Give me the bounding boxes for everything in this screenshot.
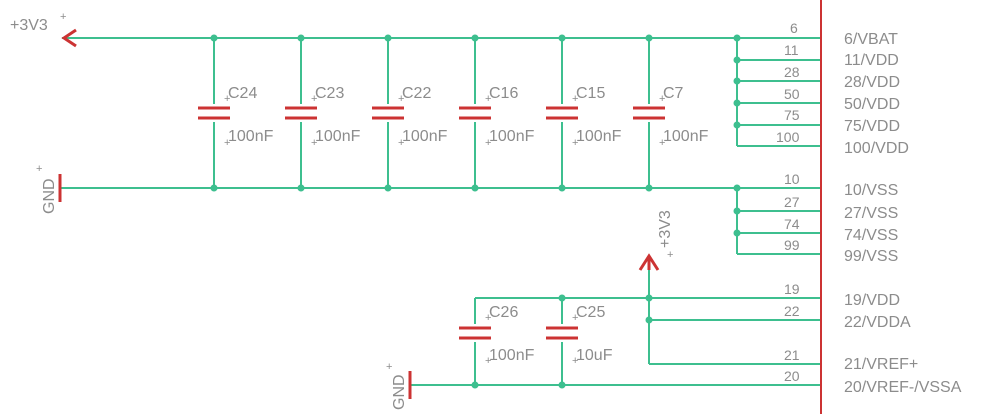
svg-text:+: +: [311, 93, 317, 105]
svg-text:+: +: [224, 93, 230, 105]
junctions: [210, 34, 741, 389]
pin-list: 6 6/VBAT 11 11/VDD 28 28/VDD 50 50/VDD 7…: [776, 20, 962, 396]
pin-label: 20/VREF-/VSSA: [844, 379, 962, 396]
svg-text:100nF: 100nF: [228, 128, 274, 145]
svg-text:+: +: [398, 93, 404, 105]
pin-number: 10: [784, 171, 800, 187]
vcc-label: +3V3: [10, 17, 48, 34]
pin-number: 99: [784, 237, 800, 253]
svg-text:+: +: [311, 137, 317, 149]
svg-text:+: +: [485, 93, 491, 105]
svg-text:100nF: 100nF: [489, 347, 535, 364]
pin-label: 10/VSS: [844, 182, 898, 199]
svg-text:C16: C16: [489, 85, 518, 102]
svg-text:+: +: [659, 93, 665, 105]
pin-number: 20: [784, 368, 800, 384]
pin-label: 6/VBAT: [844, 31, 898, 48]
pin-label: 19/VDD: [844, 292, 900, 309]
svg-text:C26: C26: [489, 304, 518, 321]
cap-c23: C23 100nF + +: [285, 85, 361, 149]
pin-number: 27: [784, 194, 800, 210]
pin-number: 19: [784, 281, 800, 297]
cap-c25: C25 10uF + +: [546, 304, 613, 367]
svg-text:+: +: [572, 93, 578, 105]
pin-label: 22/VDDA: [844, 314, 911, 331]
svg-text:100nF: 100nF: [315, 128, 361, 145]
cap-c15: C15 100nF + +: [546, 85, 622, 149]
pin-number: 75: [784, 107, 800, 123]
svg-text:+: +: [572, 312, 578, 324]
svg-text:100nF: 100nF: [402, 128, 448, 145]
svg-text:+: +: [667, 249, 673, 261]
vcc-arrow-icon: [61, 28, 77, 48]
svg-text:100nF: 100nF: [663, 128, 709, 145]
gnd-label-2: GND: [391, 374, 408, 410]
pin-number: 50: [784, 86, 800, 102]
svg-text:+: +: [485, 312, 491, 324]
cap-c22: C22 100nF + +: [372, 85, 448, 149]
svg-text:C25: C25: [576, 304, 605, 321]
svg-text:C15: C15: [576, 85, 605, 102]
svg-text:C7: C7: [663, 85, 684, 102]
pin-number: 28: [784, 64, 800, 80]
svg-text:10uF: 10uF: [576, 347, 613, 364]
svg-text:+: +: [398, 137, 404, 149]
vcc-label-2: +3V3: [657, 210, 674, 248]
cap-c7: C7 100nF + +: [633, 85, 709, 149]
cap-c24: C24 100nF + +: [198, 85, 274, 149]
cap-c26: C26 100nF + +: [459, 304, 535, 367]
pin-number: 21: [784, 347, 800, 363]
svg-text:+: +: [572, 355, 578, 367]
pin-label: 28/VDD: [844, 74, 900, 91]
pin-label: 100/VDD: [844, 140, 909, 157]
pin-number: 6: [790, 20, 798, 36]
svg-text:+: +: [386, 361, 392, 373]
svg-text:+: +: [659, 137, 665, 149]
vcc-arrow-icon-2: [638, 253, 660, 271]
pin-number: 22: [784, 303, 800, 319]
pin-number: 11: [784, 42, 799, 58]
gnd-label: GND: [41, 178, 58, 214]
wires: [60, 37, 820, 386]
pin-label: 27/VSS: [844, 205, 898, 222]
svg-text:+: +: [485, 137, 491, 149]
svg-text:C22: C22: [402, 85, 431, 102]
svg-text:100nF: 100nF: [576, 128, 622, 145]
svg-text:C23: C23: [315, 85, 344, 102]
pin-label: 75/VDD: [844, 118, 900, 135]
svg-text:+: +: [60, 11, 66, 23]
svg-text:+: +: [485, 355, 491, 367]
svg-text:100nF: 100nF: [489, 128, 535, 145]
pin-label: 50/VDD: [844, 96, 900, 113]
pin-label: 21/VREF+: [844, 356, 918, 373]
pin-label: 11/VDD: [844, 52, 899, 69]
pin-number: 100: [776, 129, 800, 145]
cap-c16: C16 100nF + +: [459, 85, 535, 149]
pin-number: 74: [784, 216, 800, 232]
svg-text:C24: C24: [228, 85, 257, 102]
pin-label: 74/VSS: [844, 227, 898, 244]
svg-text:+: +: [36, 163, 42, 175]
pin-label: 99/VSS: [844, 248, 898, 265]
svg-text:+: +: [572, 137, 578, 149]
svg-text:+: +: [224, 137, 230, 149]
